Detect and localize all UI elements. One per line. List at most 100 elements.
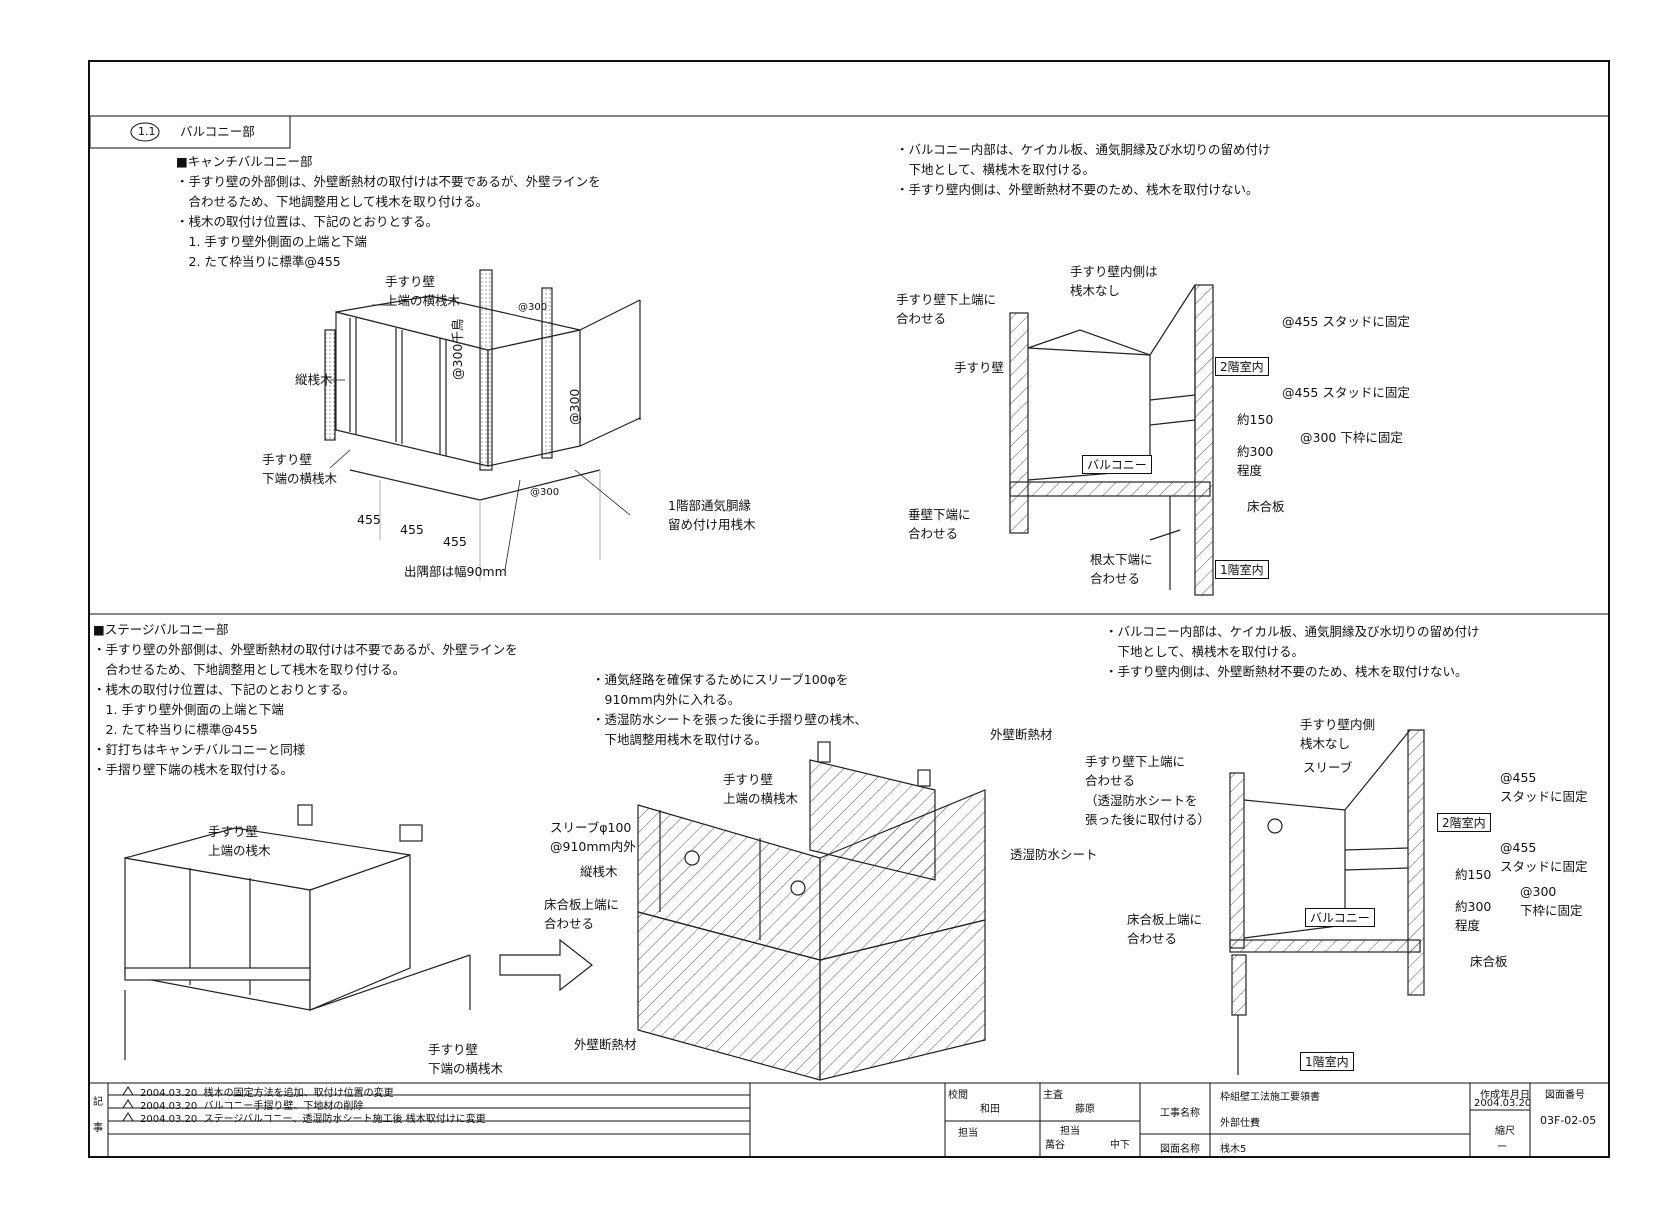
label-inner-none: 手すり壁内側は 桟木なし: [1070, 264, 1158, 299]
label-at300: @300: [567, 388, 582, 425]
drawing-number: 03F-02-05: [1540, 1114, 1597, 1127]
drawing-sheet: [88, 60, 1610, 1158]
note-line: 1. 手すり壁外側面の上端と下端: [176, 234, 367, 249]
dim-455: 455: [357, 512, 381, 527]
label-approx150: 約150: [1455, 867, 1492, 882]
notes-label: 記事: [93, 1097, 103, 1134]
label-wall: 手すり壁: [954, 360, 1005, 375]
stage-iso-before: [124, 804, 471, 1060]
staff-label: 担当: [958, 1128, 978, 1139]
stage-iso-after: [637, 741, 986, 1081]
note-line: 1. 手すり壁外側面の上端と下端: [93, 702, 284, 717]
note-line: 合わせるため、下地調整用として桟木を取り付ける。: [176, 194, 489, 209]
stage-section-notes: ・バルコニー内部は、ケイカル板、通気胴縁及び水切りの留め付け 下地として、横桟木…: [1105, 622, 1480, 682]
section-number: 1.1: [138, 125, 156, 138]
note-line: ・手すり壁の外部側は、外壁断熱材の取付けは不要であるが、外壁ラインを: [176, 174, 601, 189]
label-upper-rail: 手すり壁 上端の横桟木: [723, 772, 799, 807]
note-line: ・透湿防水シートを張った後に手摺り壁の桟木、: [592, 712, 868, 727]
note-line: 合わせるため、下地調整用として桟木を取り付ける。: [93, 662, 406, 677]
label-joist: 根太下端に 合わせる: [1090, 552, 1153, 587]
date-label: 作成年月日: [1480, 1090, 1530, 1101]
label-floor-ply: 床合板: [1470, 954, 1508, 969]
label-floor-ply: 床合板: [1247, 499, 1285, 514]
label-lower-rail: 手すり壁 下端の横桟木: [262, 452, 338, 487]
label-upper-rail: 手すり壁 上端の横桟木: [385, 274, 461, 309]
membrane-notes: ・通気経路を確保するためにスリーブ100φを 910mm内外に入れる。 ・透湿防…: [592, 670, 867, 750]
drawing-name: 桟木5: [1220, 1144, 1247, 1155]
staff-name: 萬谷: [1045, 1140, 1065, 1151]
note-line: ・手すり壁の外部側は、外壁断熱材の取付けは不要であるが、外壁ラインを: [93, 642, 518, 657]
label-stud-455: @455 スタッドに固定: [1282, 314, 1410, 329]
note-line: ・釘打ちはキャンチバルコニーと同様: [93, 742, 306, 757]
label-floor-top: 床合板上端に 合わせる: [1127, 912, 1203, 947]
checker-name: 和田: [980, 1104, 1000, 1115]
note-line: ・手摺り壁下端の桟木を取付ける。: [93, 762, 294, 777]
label-at300: @300: [518, 302, 548, 313]
dim-455: 455: [443, 534, 467, 549]
label-approx300: 約300 程度: [1237, 444, 1274, 479]
chief-name: 藤原: [1075, 1104, 1095, 1115]
date-value: 2004.03.20: [1474, 1098, 1532, 1109]
note-line: 下地として、横桟木を取付ける。: [1105, 644, 1305, 659]
revision-text: バルコニー手摺り壁、下地材の削除: [203, 1101, 364, 1112]
scale-value: ー: [1497, 1142, 1507, 1153]
label-inner-none: 手すり壁内側 桟木なし: [1300, 717, 1376, 752]
label-plate-300: @300 下枠に固定: [1300, 430, 1403, 445]
dim-455: 455: [400, 522, 424, 537]
revision-date: 2004.03.20: [140, 1114, 198, 1125]
note-line: ・手すり壁内側は、外壁断熱材不要のため、桟木を取付けない。: [896, 182, 1259, 197]
label-plate-300: @300 下枠に固定: [1520, 884, 1583, 919]
project-name: 枠組壁工法施工要領書: [1220, 1092, 1320, 1103]
revision-text: 桟木の固定方法を追加、取付け位置の変更: [203, 1088, 394, 1099]
label-room-2f: 2階室内: [1215, 357, 1269, 376]
note-line: ・手すり壁内側は、外壁断熱材不要のため、桟木を取付けない。: [1105, 664, 1468, 679]
label-at300-staggered: @300千鳥: [450, 318, 465, 380]
label-at300: @300: [530, 487, 560, 498]
label-lower-end: 手すり壁下上端に 合わせる （透湿防水シートを 張った後に取付ける）: [1085, 754, 1211, 828]
label-balcony: バルコニー: [1082, 455, 1152, 474]
project-sub: 外部仕費: [1220, 1118, 1260, 1129]
cantilever-section-notes: ・バルコニー内部は、ケイカル板、通気胴縁及び水切りの留め付け 下地として、横桟木…: [896, 140, 1271, 200]
label-stud-455: @455 スタッドに固定: [1500, 840, 1588, 875]
label-stud-455: @455 スタッドに固定: [1500, 770, 1588, 805]
label-sleeve: スリーブφ100 @910mm内外: [550, 820, 636, 855]
label-drop-wall: 垂壁下端に 合わせる: [908, 507, 971, 542]
label-lower-rail: 手すり壁 下端の横桟木: [428, 1042, 504, 1077]
label-vertical-batten: 縦桟木: [295, 372, 333, 387]
title-block-grid: [88, 1082, 1610, 1156]
note-line: ・桟木の取付け位置は、下記のとおりとする。: [176, 214, 439, 229]
staff-label: 担当: [1060, 1126, 1080, 1137]
note-line: 2. たて枠当りに標準@455: [176, 254, 341, 269]
note-line: ・通気経路を確保するためにスリーブ100φを: [592, 672, 849, 687]
revision-row: 2004.03.20 桟木の固定方法を追加、取付け位置の変更: [140, 1084, 394, 1099]
label-balcony: バルコニー: [1305, 908, 1375, 927]
note-line: ・桟木の取付け位置は、下記のとおりとする。: [93, 682, 356, 697]
cantilever-heading: ■キャンチバルコニー部: [176, 154, 313, 169]
label-room-2f: 2階室内: [1437, 813, 1491, 832]
project-label: 工事名称: [1160, 1108, 1200, 1119]
stage-heading: ■ステージバルコニー部: [93, 622, 229, 637]
label-membrane: 透湿防水シート: [1010, 847, 1098, 862]
staff-name: 中下: [1110, 1140, 1130, 1151]
arrow-right-icon: [499, 938, 593, 992]
note-line: 下地として、横桟木を取付ける。: [896, 162, 1096, 177]
cantilever-notes: ■キャンチバルコニー部 ・手すり壁の外部側は、外壁断熱材の取付けは不要であるが、…: [176, 152, 601, 272]
label-insulation: 外壁断熱材: [990, 727, 1053, 742]
cantilever-section: [1009, 284, 1214, 596]
label-corner: 出隅部は幅90mm: [404, 564, 507, 579]
label-upper-batten: 手すり壁 上端の桟木: [208, 824, 271, 859]
stage-notes: ■ステージバルコニー部 ・手すり壁の外部側は、外壁断熱材の取付けは不要であるが、…: [93, 620, 518, 780]
stage-section: [1229, 729, 1425, 1075]
label-room-1f: 1階室内: [1215, 560, 1269, 579]
revision-date: 2004.03.20: [140, 1101, 198, 1112]
note-line: 910mm内外に入れる。: [592, 692, 741, 707]
label-approx300: 約300 程度: [1455, 899, 1492, 934]
label-insulation: 外壁断熱材: [574, 1037, 637, 1052]
note-line: ・バルコニー内部は、ケイカル板、通気胴縁及び水切りの留め付け: [896, 142, 1271, 157]
revision-date: 2004.03.20: [140, 1088, 198, 1099]
label-lower-end: 手すり壁下上端に 合わせる: [896, 292, 997, 327]
note-line: 2. たて枠当りに標準@455: [93, 722, 258, 737]
drawing-label: 図面名称: [1160, 1144, 1200, 1155]
note-line: ・バルコニー内部は、ケイカル板、通気胴縁及び水切りの留め付け: [1105, 624, 1480, 639]
